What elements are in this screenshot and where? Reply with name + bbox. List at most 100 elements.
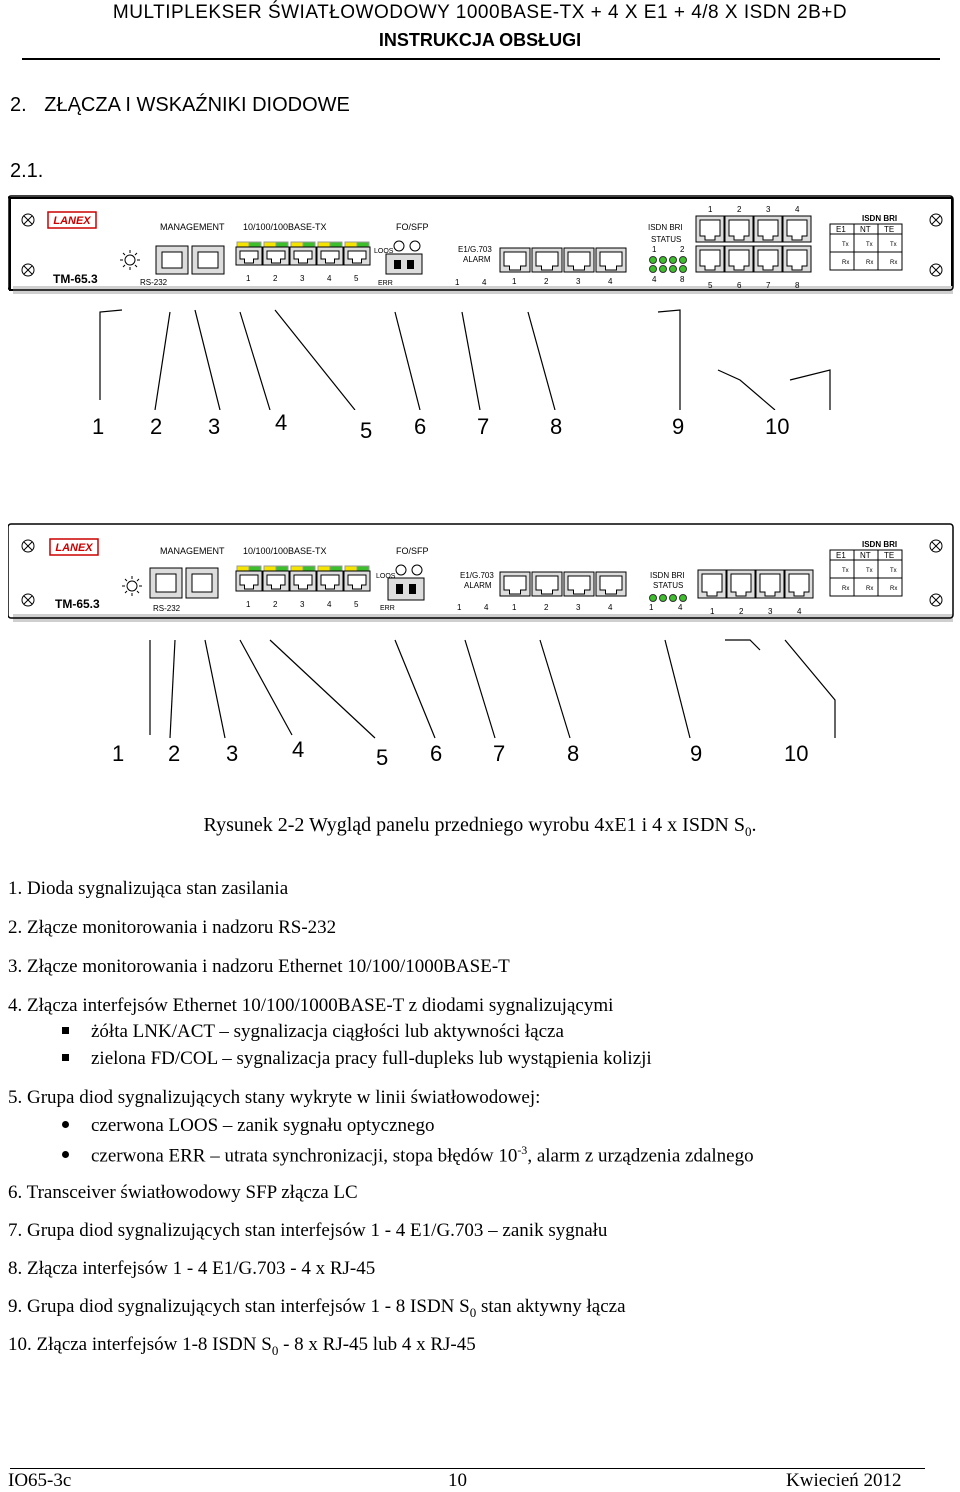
port-number: 5 — [354, 274, 359, 283]
fd-col-led — [275, 565, 289, 572]
ethernet-port[interactable] — [343, 570, 371, 592]
e1-port[interactable] — [595, 247, 627, 273]
loos-led — [395, 564, 407, 576]
isdn-port[interactable] — [782, 245, 812, 273]
isdn-port[interactable] — [784, 569, 814, 599]
ethernet-port[interactable] — [235, 246, 263, 266]
rx-label: Rx — [890, 586, 897, 592]
fd-col-led — [302, 565, 316, 572]
isdn-port[interactable] — [724, 245, 754, 273]
svg-text:STATUS: STATUS — [653, 581, 683, 590]
section-heading: 2. ZŁĄCZA I WSKAŹNIKI DIODOWE — [10, 94, 350, 117]
lnk-act-led — [236, 241, 250, 248]
e1-port[interactable] — [563, 247, 595, 273]
footer-date: Kwiecień 2012 — [786, 1470, 902, 1491]
isdn-port[interactable] — [753, 215, 783, 243]
port-number: 4 — [795, 205, 800, 214]
svg-text:TM-65.3: TM-65.3 — [53, 272, 98, 286]
isdn-port[interactable] — [753, 245, 783, 273]
svg-text:10/100/100BASE-TX: 10/100/100BASE-TX — [243, 222, 327, 232]
ethernet-port[interactable] — [262, 570, 290, 592]
fd-col-led — [356, 565, 370, 572]
e1-port[interactable] — [499, 247, 531, 273]
sfp-transceiver[interactable] — [385, 253, 423, 275]
svg-text:4: 4 — [482, 278, 487, 287]
port-number: 6 — [737, 281, 742, 290]
port-number: 1 — [246, 600, 251, 609]
ethernet-port[interactable] — [316, 570, 344, 592]
isdn-port[interactable] — [782, 215, 812, 243]
lnk-act-led — [317, 565, 331, 572]
ethernet-port[interactable] — [316, 246, 344, 266]
fd-col-led — [275, 241, 289, 248]
isdn-port[interactable] — [726, 569, 756, 599]
ethernet-port[interactable] — [289, 570, 317, 592]
fd-col-led — [302, 241, 316, 248]
lnk-act-led — [290, 241, 304, 248]
ethernet-port[interactable] — [262, 246, 290, 266]
callout-10: 10 — [784, 741, 809, 766]
e1-port[interactable] — [531, 571, 563, 597]
isdn-port[interactable] — [695, 245, 725, 273]
e1-port[interactable] — [531, 247, 563, 273]
isdn-status-led — [669, 265, 677, 273]
tx-label: Tx — [866, 568, 873, 574]
callout-2: 2 — [150, 414, 163, 439]
port-number: 3 — [766, 205, 771, 214]
document-subtitle: Instrukcja obsługi — [378, 30, 582, 50]
table-col-nt: NT — [860, 225, 871, 234]
mgmt-ethernet-port[interactable] — [185, 567, 219, 599]
lnk-act-led — [263, 241, 277, 248]
port-number: 3 — [300, 274, 305, 283]
callout-1: 1 — [92, 414, 105, 439]
section-number: 2. — [10, 94, 27, 116]
isdn-status-leds — [649, 594, 687, 602]
lnk-act-led — [317, 241, 331, 248]
port-number: 5 — [354, 600, 359, 609]
callout-6: 6 — [430, 741, 443, 766]
isdn-status-led — [679, 594, 687, 602]
port-number: 2 — [273, 274, 278, 283]
port-number: 3 — [768, 607, 773, 616]
svg-text:1: 1 — [652, 245, 657, 254]
port-number: 1 — [710, 607, 715, 616]
port-number: 2 — [737, 205, 742, 214]
isdn-status-led — [669, 594, 677, 602]
rx-label: Rx — [842, 586, 849, 592]
isdn-port[interactable] — [697, 569, 727, 599]
isdn-port[interactable] — [695, 215, 725, 243]
rx-label: Rx — [890, 260, 897, 266]
fd-col-led — [248, 241, 262, 248]
round-bullet-icon — [62, 1151, 69, 1159]
e1-port[interactable] — [595, 571, 627, 597]
port-number: 4 — [327, 600, 332, 609]
rs232-port[interactable] — [149, 567, 183, 599]
svg-text:ISDN BRI: ISDN BRI — [650, 571, 685, 580]
screw-icon — [21, 539, 943, 607]
svg-text:ALARM: ALARM — [463, 255, 491, 264]
sfp-transceiver[interactable] — [387, 577, 425, 601]
mgmt-ethernet-port[interactable] — [191, 245, 225, 275]
isdn-status-led — [649, 594, 657, 602]
lnk-act-led — [344, 565, 358, 572]
fd-col-led — [329, 241, 343, 248]
isdn-port[interactable] — [755, 569, 785, 599]
list-item: 4. Złącza interfejsów Ethernet 10/100/10… — [8, 995, 614, 1016]
fd-col-led — [329, 565, 343, 572]
rs232-port[interactable] — [155, 245, 189, 275]
isdn-status-led — [659, 265, 667, 273]
ethernet-port[interactable] — [289, 246, 317, 266]
isdn-status-led — [659, 256, 667, 264]
ethernet-port[interactable] — [343, 246, 371, 266]
svg-text:ALARM: ALARM — [464, 581, 492, 590]
e1-port[interactable] — [563, 571, 595, 597]
isdn-port[interactable] — [724, 215, 754, 243]
lnk-act-led — [290, 565, 304, 572]
ethernet-port[interactable] — [235, 570, 263, 592]
callout-4: 4 — [275, 410, 288, 435]
tx-label: Tx — [866, 242, 873, 248]
e1-port[interactable] — [499, 571, 531, 597]
svg-text:1: 1 — [457, 603, 462, 612]
callout-3: 3 — [226, 741, 239, 766]
